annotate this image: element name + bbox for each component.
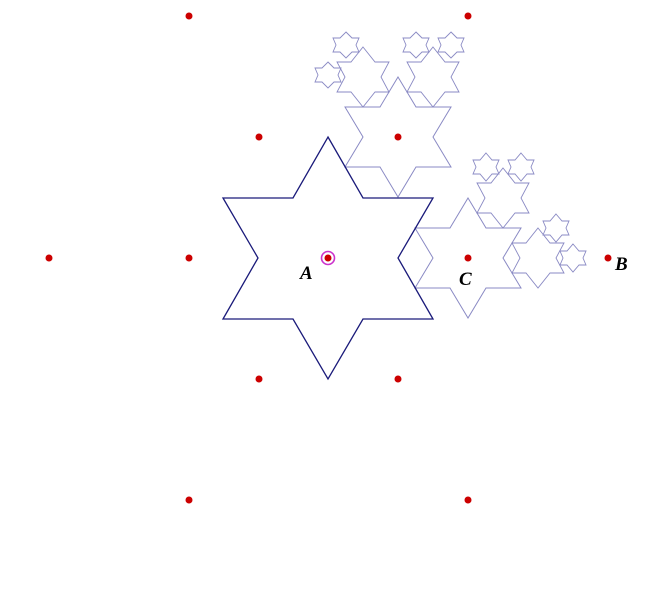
fractal-star-small xyxy=(406,46,460,108)
fractal-star-tiny xyxy=(472,152,500,182)
point[interactable] xyxy=(255,133,263,141)
point[interactable] xyxy=(255,375,263,383)
point[interactable] xyxy=(185,496,193,504)
fractal-star-tiny xyxy=(402,31,430,59)
point[interactable] xyxy=(464,12,472,20)
fractal-star-tiny xyxy=(332,31,360,59)
fractal-star-tiny xyxy=(437,31,465,59)
fractal-star-small xyxy=(476,167,530,229)
point-b[interactable] xyxy=(604,254,612,262)
fractal-star-tiny xyxy=(507,152,535,182)
point[interactable] xyxy=(464,496,472,504)
fractal-star-tiny xyxy=(559,243,587,273)
fractal-star-small xyxy=(511,227,565,289)
fractal-star-medium xyxy=(344,76,452,198)
fractal-star-small xyxy=(336,46,390,108)
label-a: A xyxy=(299,263,313,284)
fractal-star-tiny xyxy=(542,213,570,243)
label-b: B xyxy=(614,254,628,275)
point[interactable] xyxy=(45,254,53,262)
main-star xyxy=(221,135,435,381)
point[interactable] xyxy=(185,12,193,20)
point-a-selection-ring xyxy=(320,250,336,266)
point-a[interactable] xyxy=(324,254,332,262)
fractal-star-tiny xyxy=(314,61,342,89)
point-c[interactable] xyxy=(464,254,472,262)
point[interactable] xyxy=(394,133,402,141)
point[interactable] xyxy=(394,375,402,383)
fractal-star-group xyxy=(314,31,587,319)
label-c: C xyxy=(459,269,472,290)
point-grid xyxy=(45,12,612,504)
point[interactable] xyxy=(185,254,193,262)
